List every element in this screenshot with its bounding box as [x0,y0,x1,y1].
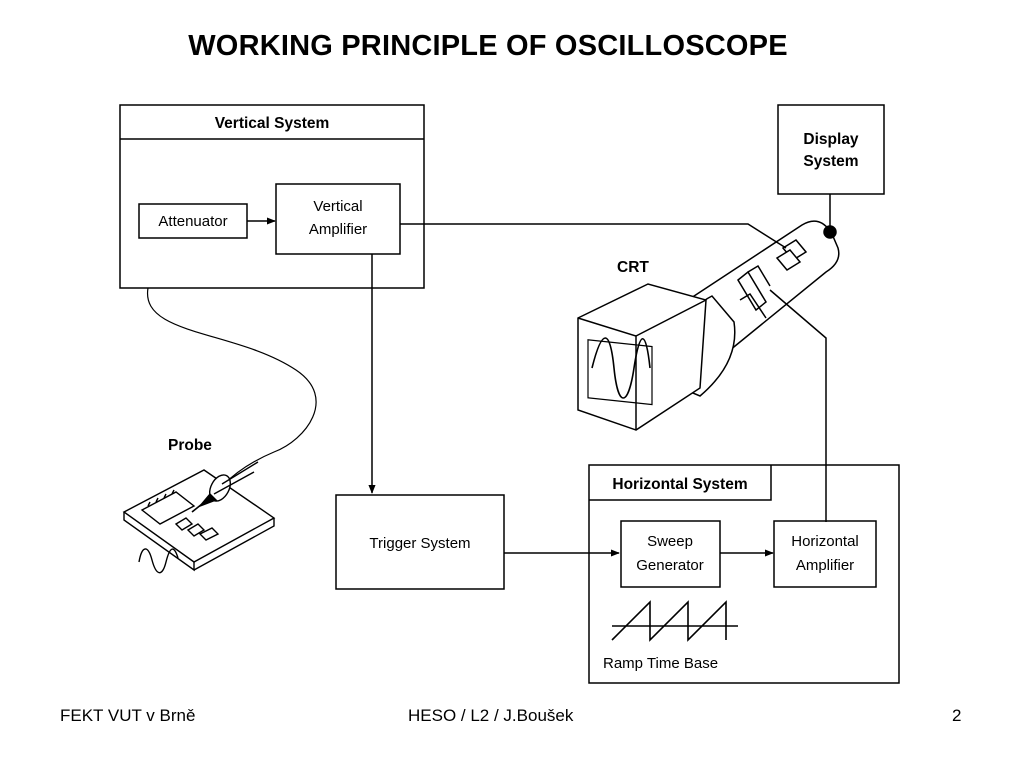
horizontal-amplifier-block: Horizontal Amplifier [773,520,877,588]
line-vertical-amplifier-to-crt [400,223,787,249]
sweep-generator-label-line1: Sweep [647,533,693,550]
vertical-system-block: Vertical System [119,104,425,289]
ramp-sawtooth-icon [611,600,738,642]
trigger-system-block: Trigger System [335,494,505,590]
horizontal-amplifier-label-line1: Horizontal [791,533,859,550]
vertical-amplifier-label-line1: Vertical [313,198,362,215]
line-horizontal-amplifier-to-crt [769,289,827,522]
attenuator-label: Attenuator [158,213,227,230]
vertical-amplifier-label-line2: Amplifier [309,221,367,238]
display-system-label-line1: Display [803,131,859,148]
footer-institution: FEKT VUT v Brně [60,706,196,725]
footer-page-number: 2 [952,706,962,725]
horizontal-system-block: Horizontal System [588,464,900,684]
input-signal-waveform-icon [138,548,179,574]
slide-title: WORKING PRINCIPLE OF OSCILLOSCOPE [188,30,788,62]
attenuator-block: Attenuator [138,203,248,239]
probe-circuit-board-illustration [122,461,276,572]
trigger-system-label: Trigger System [369,535,470,552]
crt-label: CRT [617,259,649,276]
ramp-time-base-label: Ramp Time Base [603,655,718,672]
display-system-block: Display System [777,104,885,195]
horizontal-system-label: Horizontal System [612,476,747,493]
sweep-generator-block: Sweep Generator [620,520,721,588]
horizontal-amplifier-label-line2: Amplifier [796,557,854,574]
display-system-label-line2: System [803,153,858,170]
footer-course: HESO / L2 / J.Boušek [408,706,574,725]
vertical-system-label: Vertical System [215,115,330,132]
probe-cable [147,287,317,487]
probe-label: Probe [168,437,212,454]
sweep-generator-label-line2: Generator [636,557,704,574]
vertical-amplifier-block: Vertical Amplifier [275,183,401,255]
crt-tube-illustration [577,220,840,431]
